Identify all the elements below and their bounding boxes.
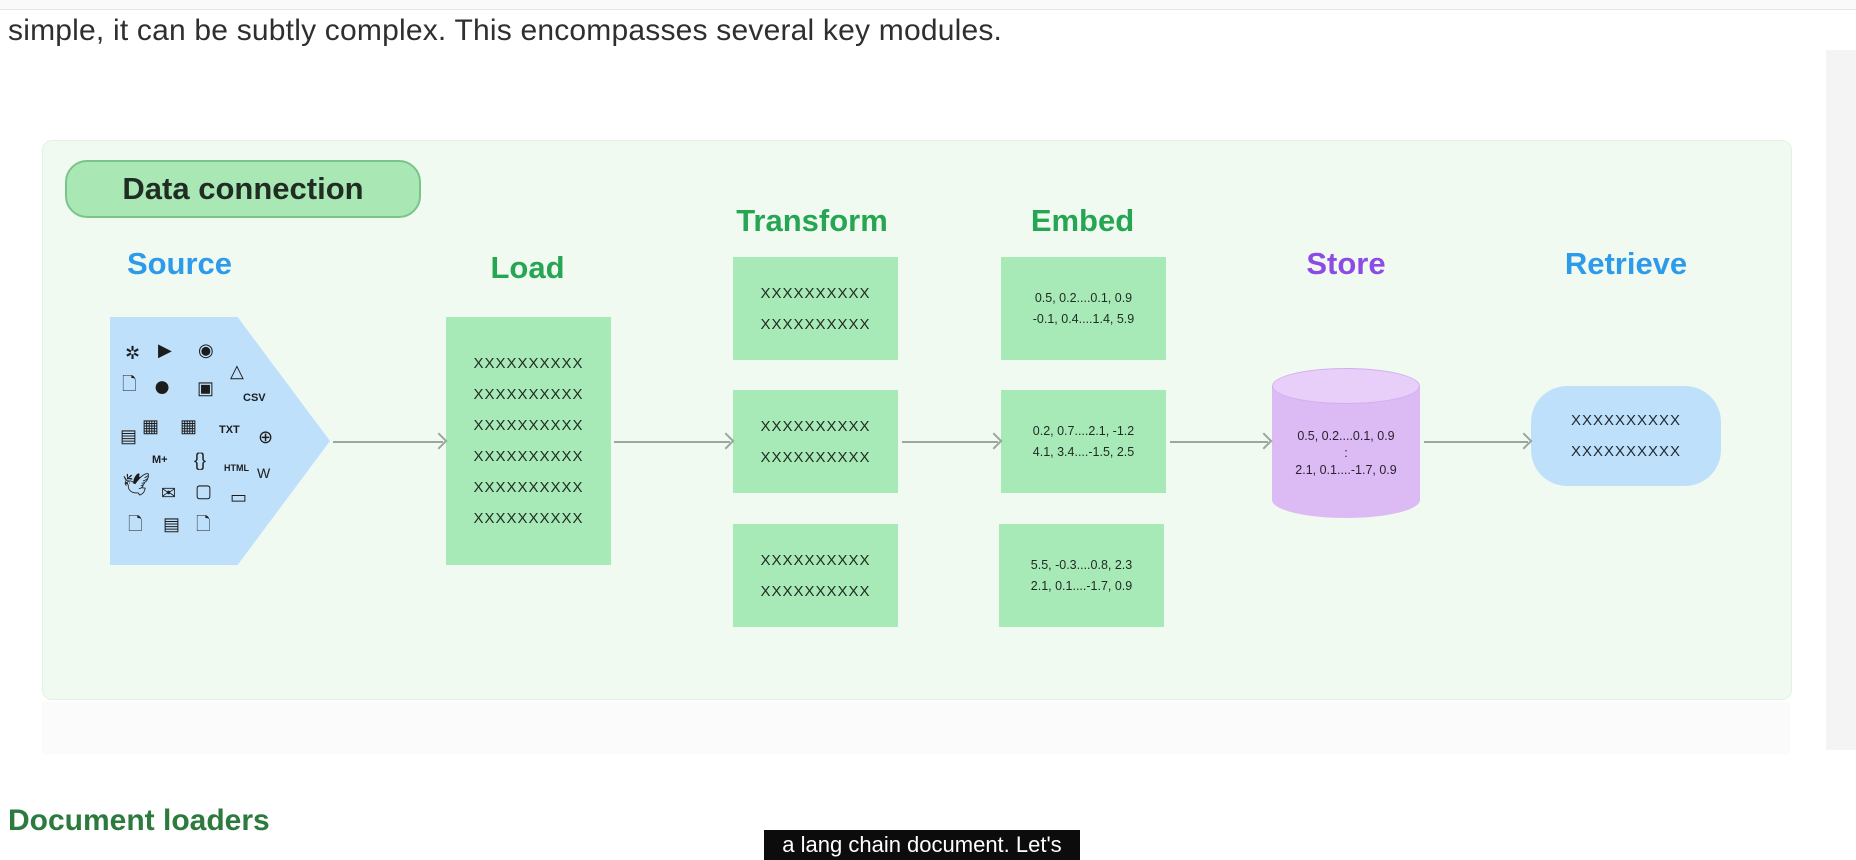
load-line: XXXXXXXXXX: [473, 510, 584, 527]
html-icon: HTML: [224, 463, 249, 473]
file-icon-2: 🗋: [128, 514, 143, 534]
folder-icon: ▭: [230, 487, 248, 507]
section-heading: Document loaders: [8, 804, 270, 837]
transform-box-2: XXXXXXXXXX XXXXXXXXXX: [733, 390, 898, 493]
arrow-source-load: [333, 441, 443, 443]
notion-icon: ▢: [195, 481, 213, 501]
retrieve-line: XXXXXXXXXX: [1570, 412, 1682, 429]
store-line: :: [1344, 446, 1348, 460]
csv-icon: CSV: [243, 392, 266, 404]
store-line: 0.5, 0.2....0.1, 0.9: [1297, 429, 1395, 443]
stage-title-transform: Transform: [736, 203, 888, 238]
transform-line: XXXXXXXXXX: [760, 284, 871, 302]
load-line: XXXXXXXXXX: [473, 417, 584, 434]
embed-line: 5.5, -0.3....0.8, 2.3: [1030, 557, 1133, 572]
load-line: XXXXXXXXXX: [473, 386, 584, 403]
embed-box-2: 0.2, 0.7....2.1, -1.2 4.1, 3.4....-1.5, …: [1001, 390, 1166, 493]
stage-title-load: Load: [490, 250, 565, 285]
load-line: XXXXXXXXXX: [473, 479, 584, 496]
file-icon-3: ▤: [163, 514, 181, 534]
embed-line: 0.5, 0.2....0.1, 0.9: [1034, 290, 1133, 305]
stage-title-store: Store: [1306, 246, 1386, 281]
arrow-transform-embed: [902, 441, 998, 443]
transform-line: XXXXXXXXXX: [760, 448, 871, 466]
json-icon: ▦: [142, 416, 160, 436]
embed-line: 4.1, 3.4....-1.5, 2.5: [1032, 444, 1135, 459]
embed-box-1: 0.5, 0.2....0.1, 0.9 -0.1, 0.4....1.4, 5…: [1001, 257, 1166, 360]
embed-line: 0.2, 0.7....2.1, -1.2: [1032, 423, 1135, 438]
file-icon-4: 🗋: [196, 514, 211, 534]
stage-title-source: Source: [126, 246, 233, 281]
markdown-icon: M+: [152, 454, 168, 466]
store-line: 2.1, 0.1....-1.7, 0.9: [1295, 463, 1397, 477]
arrow-store-retrieve: [1424, 441, 1528, 443]
github-icon: ●: [153, 370, 172, 403]
doc-icon: ▤: [120, 426, 138, 446]
discord-icon: ◉: [198, 340, 214, 360]
drive-icon: △: [230, 361, 244, 381]
transform-box-1: XXXXXXXXXX XXXXXXXXXX: [733, 257, 898, 360]
load-line: XXXXXXXXXX: [473, 448, 584, 465]
intro-paragraph: simple, it can be subtly complex. This e…: [8, 14, 1003, 47]
arrow-load-transform: [614, 441, 730, 443]
retrieve-box: XXXXXXXXXX XXXXXXXXXX: [1531, 386, 1721, 486]
stage-title-embed: Embed: [1030, 203, 1135, 238]
load-line: XXXXXXXXXX: [473, 355, 584, 372]
diagram-panel: [42, 140, 1792, 700]
load-box: XXXXXXXXXX XXXXXXXXXX XXXXXXXXXX XXXXXXX…: [446, 317, 611, 565]
file-icon: 🗋: [122, 374, 137, 394]
txt-icon: TXT: [219, 424, 240, 436]
transform-line: XXXXXXXXXX: [760, 315, 871, 333]
cylinder-top: [1272, 368, 1420, 404]
email-icon: ✉: [161, 483, 177, 503]
transform-line: XXXXXXXXXX: [760, 582, 871, 600]
image-icon: ▣: [197, 378, 215, 398]
slack-icon: ✲: [125, 343, 141, 363]
video-caption: a lang chain document. Let's: [764, 830, 1080, 860]
store-values: 0.5, 0.2....0.1, 0.9 : 2.1, 0.1....-1.7,…: [1272, 428, 1420, 479]
youtube-icon: ▶: [158, 340, 172, 360]
transform-box-3: XXXXXXXXXX XXXXXXXXXX: [733, 524, 898, 627]
embed-line: 2.1, 0.1....-1.7, 0.9: [1030, 578, 1133, 593]
wikipedia-icon: W: [257, 465, 271, 481]
transform-line: XXXXXXXXXX: [760, 417, 871, 435]
embed-box-3: 5.5, -0.3....0.8, 2.3 2.1, 0.1....-1.7, …: [999, 524, 1164, 627]
transform-line: XXXXXXXXXX: [760, 551, 871, 569]
db-icon: ▦: [180, 416, 198, 436]
ppt-icon: ⊕: [258, 427, 274, 447]
arrow-embed-store: [1170, 441, 1268, 443]
data-connection-pill: Data connection: [65, 160, 421, 218]
top-border: [0, 0, 1856, 10]
scrollbar-track[interactable]: [1826, 50, 1856, 750]
stage-title-retrieve: Retrieve: [1564, 246, 1688, 281]
panel-shadow: [42, 702, 1790, 754]
code-icon: {}: [194, 450, 207, 470]
retrieve-line: XXXXXXXXXX: [1570, 443, 1682, 460]
twitter-icon: 🕊: [122, 472, 150, 497]
cylinder-body: [1272, 386, 1420, 500]
embed-line: -0.1, 0.4....1.4, 5.9: [1032, 311, 1135, 326]
store-cylinder: 0.5, 0.2....0.1, 0.9 : 2.1, 0.1....-1.7,…: [1272, 368, 1420, 518]
